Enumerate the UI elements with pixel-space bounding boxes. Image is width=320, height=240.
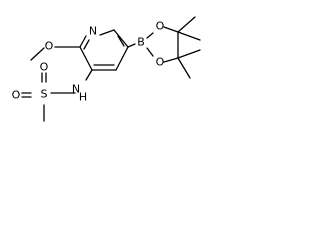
atom-o-sulfonyl-1: O bbox=[40, 61, 49, 74]
atom-s-sulfonyl: S bbox=[41, 88, 48, 101]
boronate-ester bbox=[127, 16, 201, 79]
methoxy-group bbox=[30, 46, 81, 61]
atom-n-ring: N bbox=[89, 25, 97, 38]
atom-b-boron: B bbox=[137, 36, 145, 49]
pyridine-ring bbox=[79, 29, 129, 71]
atom-labels: N O N H S O O B O O bbox=[12, 20, 165, 104]
atom-o-boronate-1: O bbox=[156, 20, 165, 33]
atom-o-methoxy: O bbox=[45, 40, 54, 53]
sulfonamide-group bbox=[21, 69, 93, 122]
chemical-structure-diagram: N O N H S O O B O O bbox=[12, 16, 201, 122]
atom-o-boronate-2: O bbox=[156, 56, 165, 69]
atom-o-sulfonyl-2: O bbox=[12, 89, 21, 102]
atom-h-amide: H bbox=[79, 91, 87, 104]
atom-n-amide: N bbox=[72, 83, 80, 96]
